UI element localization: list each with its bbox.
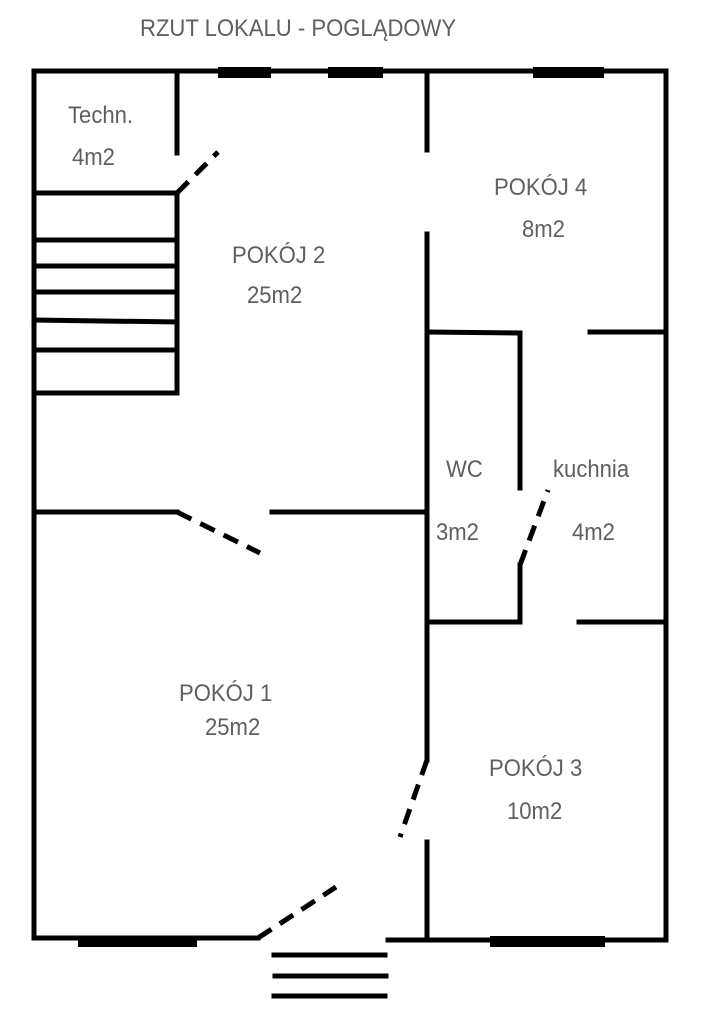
room-label-pokoj1: POKÓJ 1 (179, 680, 273, 707)
door-pokoj3 (397, 759, 430, 838)
room-area-pokoj3: 10m2 (507, 798, 563, 825)
room-area-techn: 4m2 (72, 144, 115, 171)
door-techn (175, 150, 220, 195)
room-label-pokoj2: POKÓJ 2 (232, 242, 326, 269)
room-label-wc: WC (446, 456, 483, 483)
walls (31, 68, 669, 999)
entrance-door (256, 884, 338, 941)
windows (78, 67, 605, 947)
door-pokoj1-pokoj2 (175, 509, 262, 556)
room-area-wc: 3m2 (436, 519, 479, 546)
room-area-pokoj1: 25m2 (205, 714, 261, 741)
room-area-pokoj2: 25m2 (247, 282, 303, 309)
room-label-pokoj4: POKÓJ 4 (494, 174, 588, 201)
room-label-techn: Techn. (68, 102, 134, 129)
doors (175, 150, 551, 941)
plan-title: RZUT LOKALU - POGLĄDOWY (140, 15, 457, 42)
room-area-kuchnia: 4m2 (572, 519, 615, 546)
room-label-kuchnia: kuchnia (553, 456, 630, 483)
room-label-pokoj3: POKÓJ 3 (489, 755, 583, 782)
door-wc (517, 489, 551, 566)
room-area-pokoj4: 8m2 (522, 216, 565, 243)
